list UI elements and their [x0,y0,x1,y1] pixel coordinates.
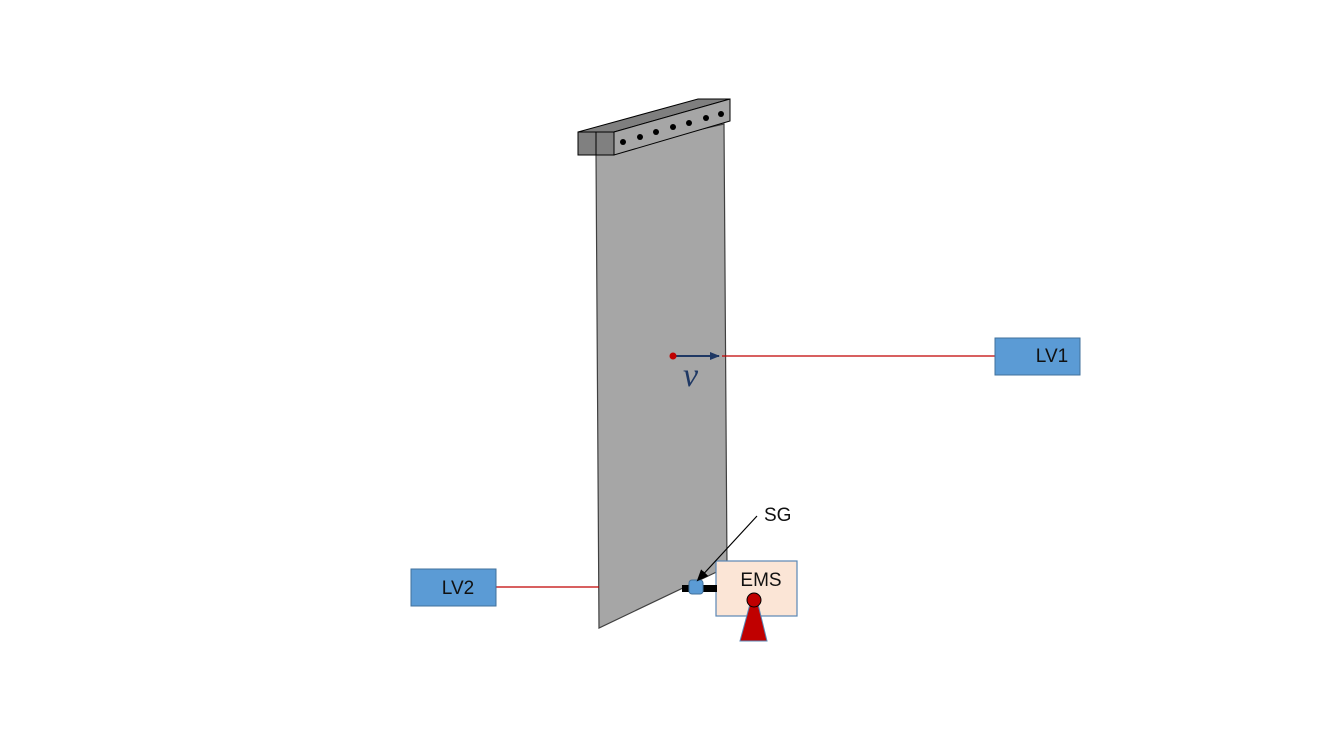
velocity-indicator: v [669,352,720,394]
clamp-hole [718,111,724,117]
ems-exciter: EMS [715,560,798,642]
clamp-hole [620,139,626,145]
clamp-hole [686,120,692,126]
velocity-point [669,352,677,360]
sg-label: SG [764,505,791,526]
clamp [577,98,731,156]
clamp-hole [670,124,676,130]
sg-pointer-arrow [696,515,758,582]
sg-sensor [688,579,704,595]
lv2-label: LV2 [442,578,474,599]
ems-label: EMS [740,570,781,591]
ems-magnet-head [746,592,762,608]
clamp-hole [637,134,643,140]
blade-face [595,123,728,629]
lv1-box [994,337,1081,376]
clamp-hole [703,115,709,121]
velocity-label: v [683,357,699,394]
clamp-holes [620,111,724,145]
lv1-label: LV1 [1036,346,1068,367]
clamp-hole [653,129,659,135]
lv2-vibrometer: LV2 [410,568,497,607]
lv1-vibrometer: LV1 [994,337,1081,376]
lv2-box [410,568,497,607]
